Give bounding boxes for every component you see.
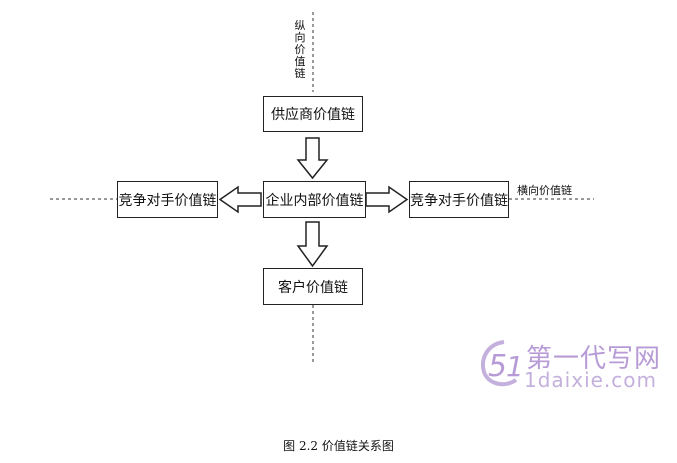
customer-value-chain-box: 客户价值链 bbox=[263, 268, 363, 305]
watermark-title: 第一代写网 bbox=[526, 344, 662, 374]
horizontal-value-chain-label: 横向价值链 bbox=[517, 184, 572, 197]
left-competitor-value-chain-box: 竞争对手价值链 bbox=[117, 181, 218, 218]
figure-caption: 图 2.2 价值链关系图 bbox=[283, 439, 394, 453]
svg-text:1: 1 bbox=[506, 350, 524, 383]
svg-text:5: 5 bbox=[488, 349, 507, 384]
arrow-enterprise-to-customer bbox=[296, 221, 329, 268]
supplier-value-chain-box: 供应商价值链 bbox=[263, 96, 363, 132]
watermark: 5 1 第一代写网 1daixie.com bbox=[476, 334, 666, 394]
arrow-enterprise-to-right-competitor bbox=[365, 185, 409, 214]
enterprise-internal-value-chain-box: 企业内部价值链 bbox=[263, 181, 366, 218]
watermark-subtitle: 1daixie.com bbox=[524, 368, 658, 392]
right-competitor-value-chain-box: 竞争对手价值链 bbox=[409, 181, 509, 218]
vertical-value-chain-label: 纵向价值链 bbox=[294, 19, 306, 80]
watermark-logo: 5 1 bbox=[481, 340, 524, 387]
arrow-supplier-to-enterprise bbox=[296, 137, 329, 180]
arrow-enterprise-to-left-competitor bbox=[218, 185, 262, 214]
